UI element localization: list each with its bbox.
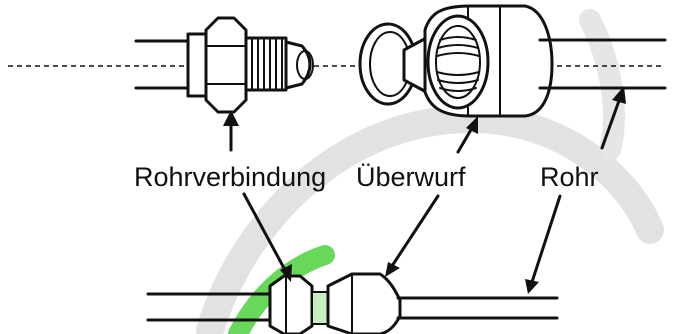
label-union: Rohrverbindung <box>134 162 327 192</box>
arrow-flare-nut-top <box>456 116 478 154</box>
assembled-connection-bottom <box>146 272 559 334</box>
arrow-flare-nut-bottom <box>385 194 440 277</box>
label-pipe: Rohr <box>540 162 599 192</box>
arrow-union-bottom <box>242 192 292 282</box>
union-fitting-top <box>134 16 314 114</box>
arrow-pipe-top <box>600 86 626 150</box>
flare-nut-top <box>358 4 667 118</box>
arrow-pipe-bottom <box>525 194 562 294</box>
label-flare-nut: Überwurf <box>356 162 466 192</box>
arrow-union-top <box>223 110 239 152</box>
